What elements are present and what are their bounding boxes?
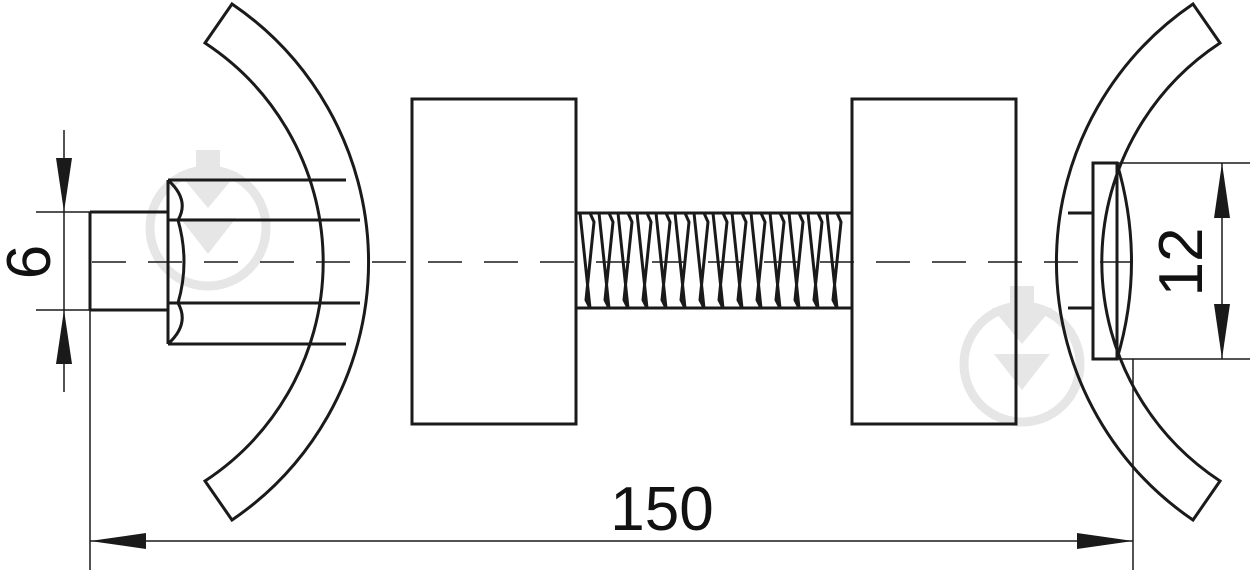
overall-length-label: 150 xyxy=(610,475,713,544)
thread-crest xyxy=(768,212,786,309)
thread-crest xyxy=(654,212,672,309)
thread-crest xyxy=(616,212,634,309)
right-block xyxy=(850,97,1018,426)
thread-crest xyxy=(597,212,615,309)
thread-crest xyxy=(578,212,596,309)
thread-crest xyxy=(711,212,729,309)
rod-diameter-label: 6 xyxy=(0,245,64,279)
left-block xyxy=(410,97,578,426)
thread-crest xyxy=(692,212,710,309)
thread-crest xyxy=(749,212,767,309)
dimension-overall-length: 150 xyxy=(89,310,1134,570)
thread-crest xyxy=(825,212,843,309)
dimension-rod-diameter: 6 xyxy=(0,130,90,392)
thread-crest xyxy=(673,212,691,309)
thread-crest xyxy=(730,212,748,309)
dimension-head-diameter: 12 xyxy=(1117,162,1250,360)
thread-crest xyxy=(806,212,824,309)
hex-nut xyxy=(166,178,360,346)
thread-crest xyxy=(787,212,805,309)
bolt-head xyxy=(1068,161,1133,361)
left-curved-jaw xyxy=(202,1,371,523)
watermark-logo-right xyxy=(959,286,1085,427)
left-rod xyxy=(88,210,168,312)
thread-crest xyxy=(635,212,653,309)
threaded-rod xyxy=(576,211,852,310)
head-diameter-label: 12 xyxy=(1147,228,1216,297)
